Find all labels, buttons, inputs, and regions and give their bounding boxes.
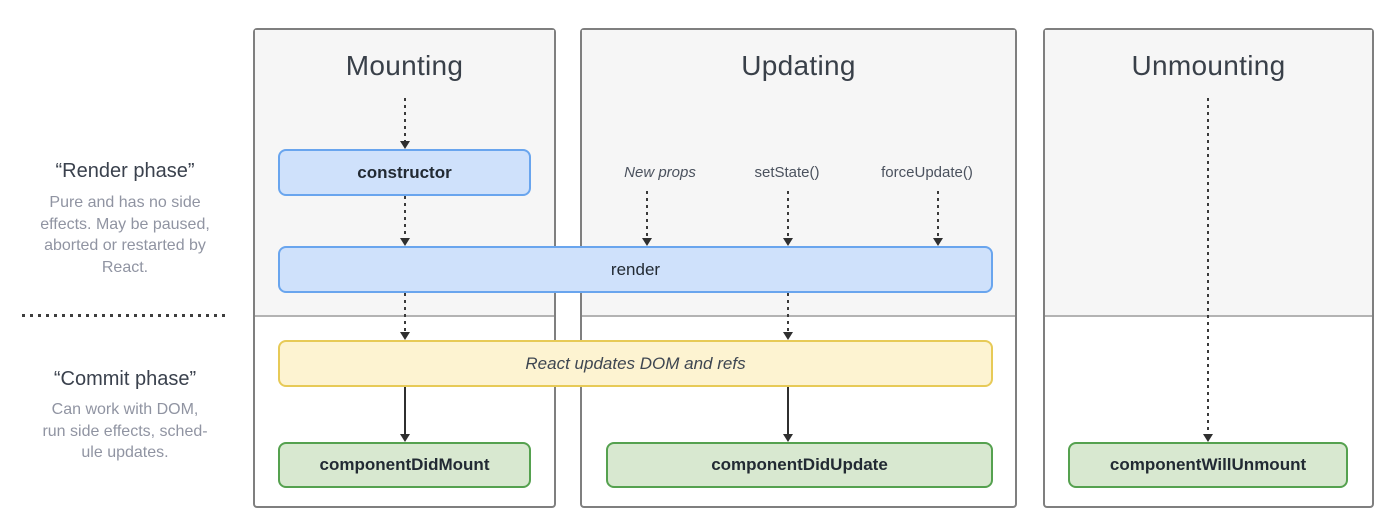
force-update-label: forceUpdate() [881,164,973,181]
arrow-force-update [937,191,939,238]
description-line: React. [101,258,149,276]
arrow-unmounting [1207,98,1209,434]
description-line: ule updates. [81,444,169,461]
description-line: effects. May be paused, [40,215,210,233]
description-line: Can work with DOM, [51,401,199,418]
set-state-label: setState() [754,164,820,181]
render-phase-description: Pure and has no side effects. May be pau… [0,192,250,278]
render-phase-label: “Render phase” [55,160,195,182]
arrow-render-to-dom-updating [787,293,789,332]
description-line: Pure and has no side [49,194,201,211]
commit-phase-label: “Commit phase” [53,368,197,390]
panel-title-mounting: Mounting [345,50,464,81]
arrow-dom-to-did-mount [404,387,406,434]
panel-title-unmounting: Unmounting [1131,50,1286,81]
arrow-new-props [646,191,648,238]
arrow-set-state [787,191,789,238]
arrow-render-to-dom-mounting [404,293,406,332]
component-will-unmount-box[interactable]: componentWillUnmount [1068,442,1348,488]
dom-update-box: React updates DOM and refs [278,340,993,387]
component-did-update-box[interactable]: componentDidUpdate [606,442,993,488]
component-did-mount-box[interactable]: componentDidMount [278,442,531,488]
description-line: run side effects, sched- [42,422,208,440]
description-line: aborted or restarted by [44,237,206,254]
arrow-dom-to-did-update [787,387,789,434]
new-props-label: New props [624,164,696,181]
panel-title-updating: Updating [741,50,856,81]
render-box[interactable]: render [278,246,993,293]
phase-divider [22,314,230,317]
arrow-mounting-start [404,98,406,141]
commit-phase-description: Can work with DOM, run side effects, sch… [0,399,250,464]
arrow-constructor-to-render [404,196,406,238]
constructor-box[interactable]: constructor [278,149,531,196]
